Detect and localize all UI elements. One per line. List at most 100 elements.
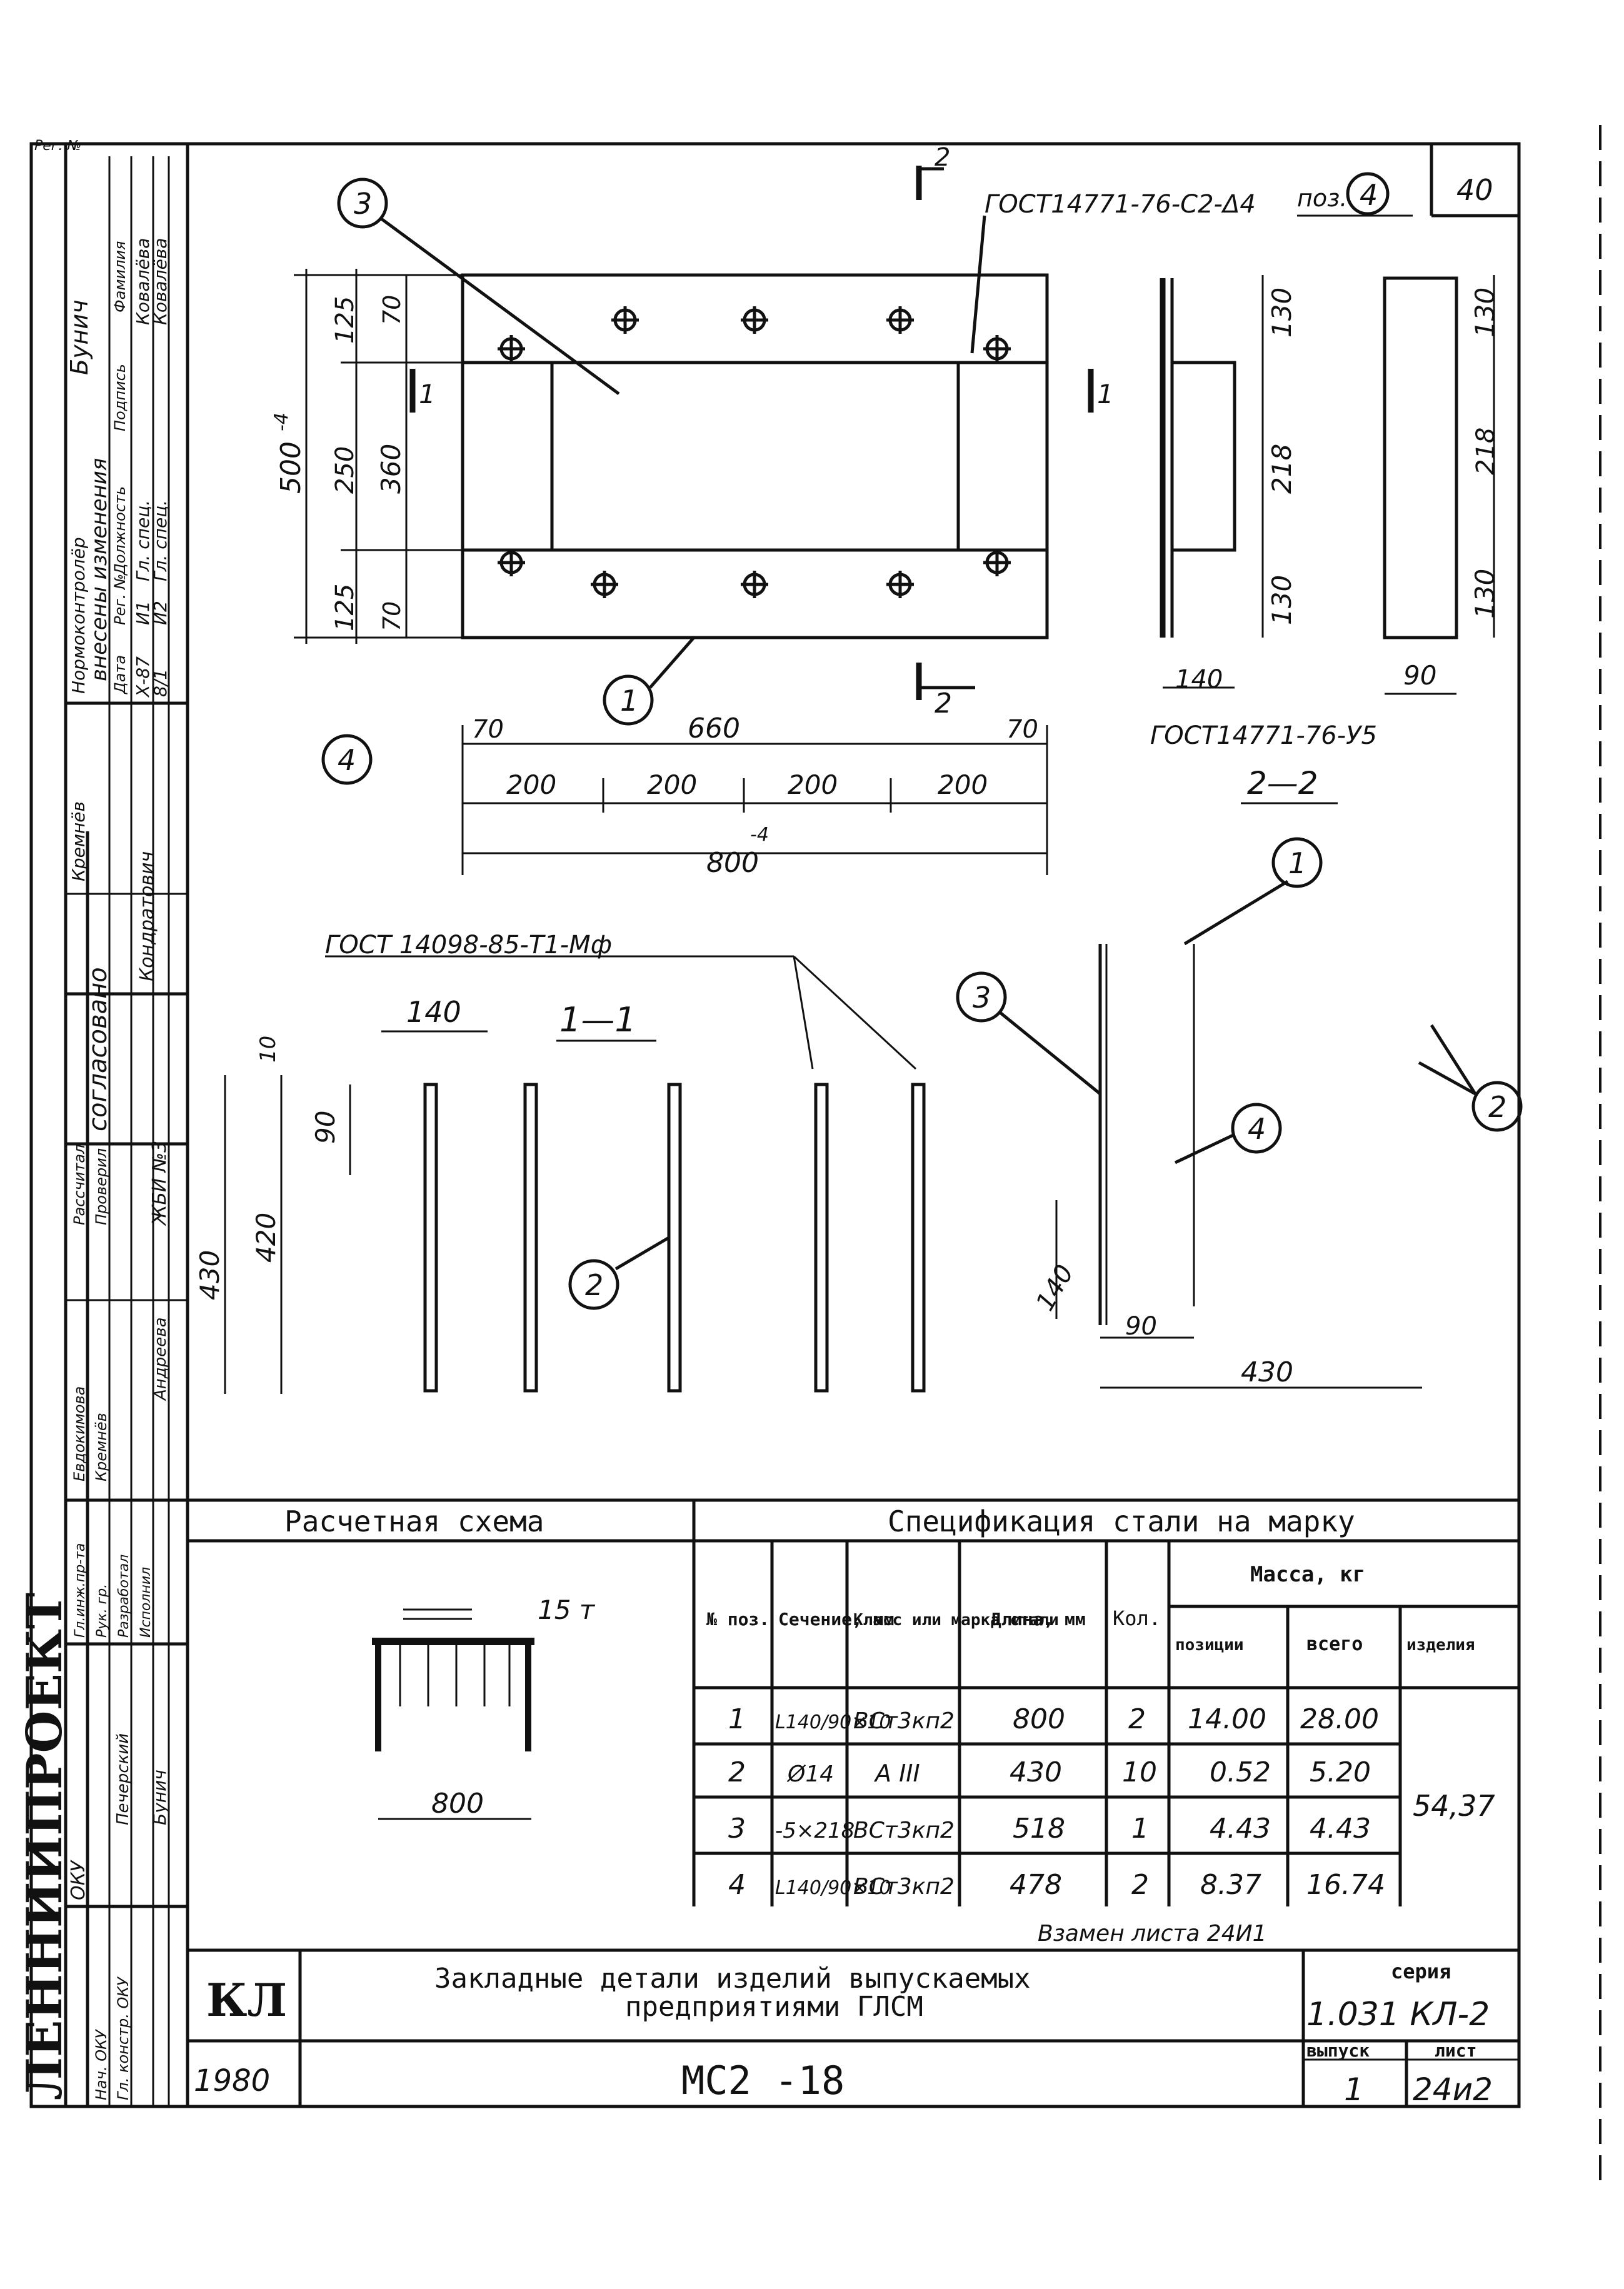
changes-row-1-name: Ковалёва	[150, 238, 171, 325]
top-gost: ГОСТ14771-76-С2-Δ4	[985, 190, 1256, 219]
normcontrol-name: Бунич	[66, 299, 93, 375]
left-stamp: Рег. № ЛЕННИИПРОЕКТ внесены изменения Но…	[16, 138, 189, 2108]
row0-section: L140/90×10	[775, 1711, 891, 1733]
row3-mass-pos: 8.37	[1200, 1869, 1261, 1901]
hdr-mass: Масса, кг	[1250, 1562, 1365, 1587]
person-2: Андреева	[151, 1317, 170, 1401]
row0-length: 800	[1013, 1703, 1065, 1735]
row0-mass-total: 28.00	[1300, 1703, 1379, 1735]
changes-header: внесены изменения	[87, 458, 112, 681]
section-1-1: ГОСТ 14098-85-Т1-Мф 1—1 140 10 90 420 43…	[194, 931, 926, 1394]
pos-number: 4	[1360, 178, 1378, 212]
tb-year: 1980	[194, 2063, 270, 2098]
bottom-name-1: Печерский	[114, 1733, 133, 1825]
border	[186, 142, 1521, 2108]
row1-qty: 10	[1122, 1756, 1157, 1788]
dim-w200-2: 200	[788, 769, 838, 800]
iso-callout-3: 3	[973, 981, 991, 1014]
tb-issue-label: выпуск	[1306, 2040, 1370, 2061]
hdr-no: № поз.	[706, 1609, 769, 1630]
row1-section: Ø14	[786, 1761, 834, 1787]
changes-col-4: Фамилия	[111, 241, 129, 313]
changes-row-1-date: 8/1	[150, 669, 171, 697]
hdr-mass-item: изделия	[1406, 1636, 1475, 1655]
bottom-role-1: Гл. констр. ОКУ	[114, 1976, 132, 2100]
hdr-qty: Кол.	[1113, 1606, 1161, 1630]
approved-header: согласовано	[84, 967, 113, 1131]
person-1: Кремнёв	[93, 1413, 110, 1481]
pos-label: поз.	[1297, 184, 1347, 212]
changes-col-1: Рег. №	[111, 574, 129, 625]
s11-callout-2: 2	[585, 1268, 603, 1302]
role-1: Проверил	[93, 1148, 110, 1225]
dim-70-bottom: 70	[378, 601, 406, 631]
tb-title-1: Закладные детали изделий выпускаемых	[434, 1963, 1031, 1995]
calc-load: 15 т	[538, 1595, 596, 1625]
reg-no-label: Рег. №	[34, 138, 81, 154]
org-name: ЛЕННИИПРОЕКТ	[16, 1593, 73, 2100]
replace-note: Взамен листа 24И1	[1038, 1921, 1267, 1946]
row2-mass-pos: 4.43	[1210, 1813, 1271, 1845]
row2-qty: 1	[1131, 1813, 1149, 1845]
iso-dim-90: 90	[1125, 1312, 1157, 1341]
row1-length: 430	[1010, 1756, 1062, 1788]
s11-dim-10: 10	[256, 1036, 281, 1063]
section-1-1-title: 1—1	[559, 1000, 636, 1039]
dim-250: 250	[331, 446, 359, 494]
row2-steel: ВСт3кп2	[853, 1818, 955, 1843]
s22-dim-130-top: 130	[1266, 288, 1297, 338]
row1-steel: А III	[873, 1760, 920, 1787]
s22-dim-130-bottom: 130	[1266, 575, 1297, 625]
changes-row-0-reg: И1	[133, 601, 153, 625]
weld-gost: ГОСТ 14098-85-Т1-Мф	[325, 931, 612, 959]
section-mark-2-bottom: 2	[935, 688, 952, 719]
gost-bottom: ГОСТ14771-76-У5	[1150, 721, 1377, 750]
signer-role-3: Исполнил	[138, 1567, 154, 1638]
iso-callout-2: 2	[1488, 1090, 1506, 1124]
hdr-mass-pos: позиции	[1175, 1636, 1244, 1655]
bottom-name-0: ОКУ	[68, 1860, 89, 1900]
row1-no: 2	[728, 1756, 746, 1788]
row3-mass-total: 16.74	[1306, 1869, 1385, 1901]
role-org: ЖБИ №3	[149, 1141, 171, 1226]
hdr-length: Длина, мм	[991, 1609, 1086, 1630]
section-2-2: 130 218 130 140 130 218 130 90 2—2	[1160, 275, 1500, 804]
iso-dim-430: 430	[1241, 1356, 1293, 1388]
dim-w660: 660	[688, 713, 740, 744]
changes-row-0-pos: Гл. спец.	[133, 500, 153, 581]
dim-360: 360	[376, 444, 406, 494]
s22-dim-218: 218	[1266, 444, 1297, 494]
dim-500-tol: -4	[271, 413, 293, 431]
section-2-2-title: 2—2	[1247, 765, 1318, 801]
row1-mass-pos: 0.52	[1210, 1756, 1271, 1788]
s11-dim-90: 90	[310, 1111, 341, 1144]
spec-table: Спецификация стали на марку № поз. Сечен…	[694, 1505, 1519, 1906]
row3-section: L140/90×10	[775, 1877, 891, 1899]
weight-box: 40	[1456, 173, 1493, 207]
changes-row-0-name: Ковалёва	[133, 238, 153, 325]
tb-sheet-label: лист	[1435, 2040, 1476, 2061]
changes-row-1-reg: И2	[150, 601, 171, 625]
s11-dim-430: 430	[194, 1250, 225, 1300]
row1-mass-total: 5.20	[1310, 1756, 1371, 1788]
row3-steel: ВСт3кп2	[853, 1874, 955, 1900]
dim-125-top: 125	[331, 296, 359, 344]
s11-dim-140: 140	[406, 995, 461, 1029]
row3-no: 4	[728, 1869, 746, 1901]
dim-125-bottom: 125	[331, 584, 359, 631]
bottom-name-2: Бунич	[149, 1770, 170, 1825]
row2-section: -5×218	[775, 1818, 855, 1843]
dim-w70-left: 70	[472, 715, 504, 744]
title-block: КЛ Закладные детали изделий выпускаемых …	[188, 1950, 1519, 2108]
plan-view: 1 1 2 2 ГОСТ14771-76-С2-Δ4 ГОСТ14771-76-…	[271, 143, 1377, 879]
row0-mass-pos: 14.00	[1188, 1703, 1266, 1735]
row2-no: 3	[728, 1813, 746, 1845]
plan-callout-4: 4	[338, 743, 356, 777]
changes-row-0-date: Х-87	[133, 656, 153, 698]
iso-callout-4: 4	[1248, 1112, 1266, 1146]
tb-series-value: 1.031 КЛ-2	[1306, 1996, 1490, 2033]
changes-col-3: Подпись	[111, 364, 129, 431]
changes-col-2: Должность	[111, 486, 129, 576]
calc-span: 800	[431, 1788, 484, 1820]
tb-title-2: предприятиями ГЛСМ	[625, 1991, 923, 2023]
